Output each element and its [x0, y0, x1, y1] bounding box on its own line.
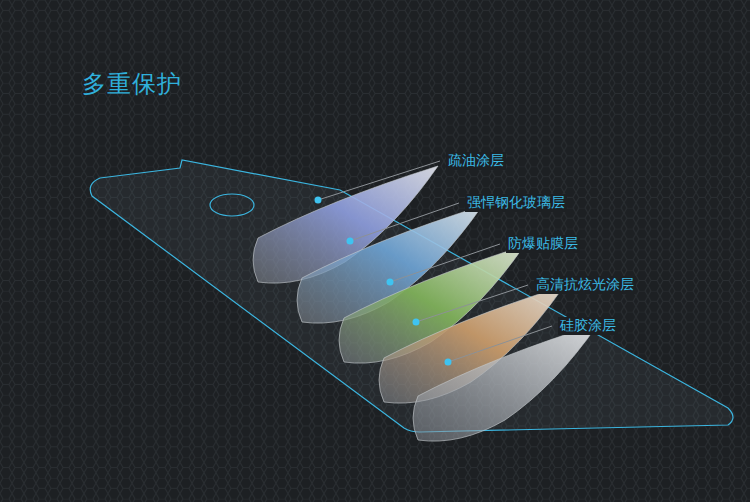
- callout-dot: [445, 359, 452, 366]
- leader-line: [318, 161, 440, 200]
- callout-dot: [387, 279, 394, 286]
- callout-dot: [413, 319, 420, 326]
- callout-dots: [315, 197, 452, 366]
- leader-line: [448, 326, 552, 362]
- callout-dot: [315, 197, 322, 204]
- layer-label: 防爆贴膜层: [506, 235, 580, 253]
- layer-label: 高清抗炫光涂层: [534, 276, 636, 294]
- diagram-title: 多重保护: [82, 68, 182, 100]
- glass-outline: [90, 160, 733, 432]
- layer-label: 硅胶涂层: [558, 317, 618, 335]
- layers: [253, 166, 598, 441]
- home-button: [210, 194, 254, 216]
- leader-lines: [318, 161, 552, 362]
- silicone-layer: [413, 324, 598, 441]
- leader-line: [390, 244, 500, 282]
- layer-label: 疏油涂层: [446, 152, 506, 170]
- leader-line: [350, 203, 459, 241]
- leader-line: [416, 285, 528, 322]
- callout-dot: [347, 238, 354, 245]
- layer-label: 强悍钢化玻璃层: [465, 194, 567, 212]
